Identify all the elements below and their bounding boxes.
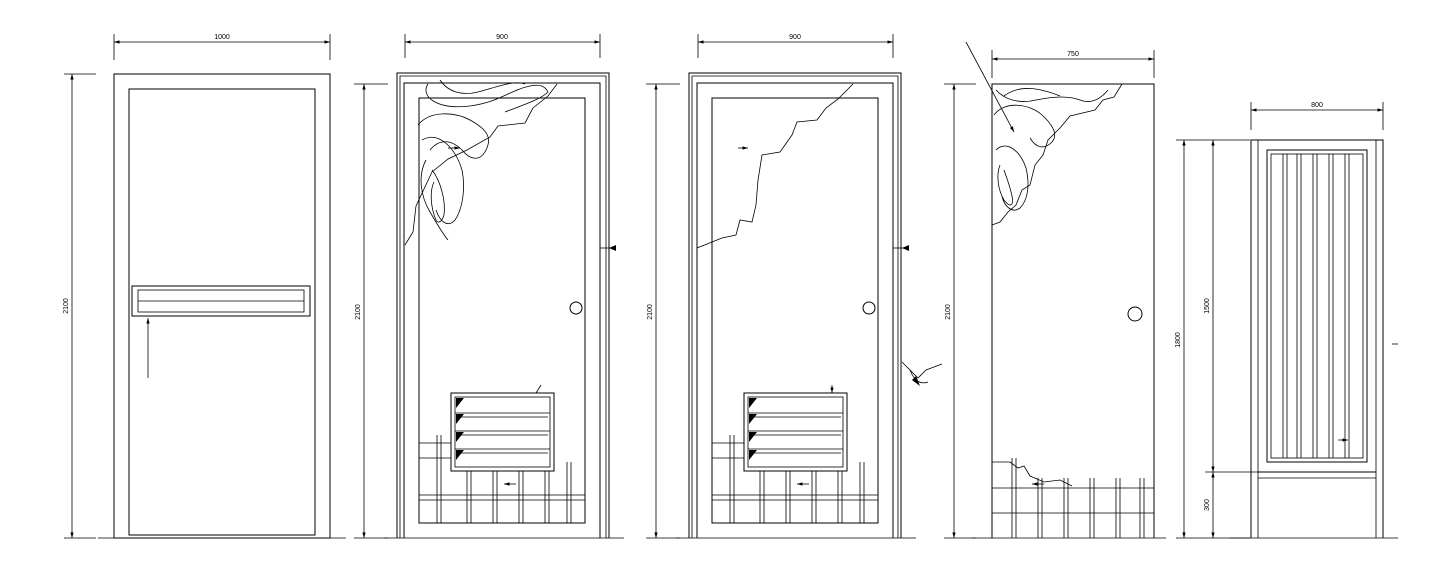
- door-3-height-dimension: 2100: [646, 83, 680, 539]
- door-3-width-label: 900: [789, 34, 801, 41]
- door-2-width-dimension: 900: [404, 34, 601, 58]
- door-3-louver-vent: [743, 385, 848, 472]
- door-5-base-height-label: 300: [1204, 499, 1211, 511]
- door-5-base-dimension: 300: [1204, 472, 1215, 538]
- door-2-louver-vent: [450, 384, 555, 472]
- door-1-height-label: 2100: [63, 298, 70, 314]
- door-3-height-label: 2100: [647, 304, 654, 320]
- door-1-width-dimension: 1000: [113, 34, 331, 60]
- door-3-width-dimension: 900: [697, 34, 894, 58]
- door-5-height-label: 1800: [1175, 332, 1182, 348]
- door-2-frame: [396, 72, 610, 538]
- door-4-elevation: 750 2100: [944, 41, 1155, 539]
- door-4-width-label: 750: [1067, 51, 1079, 58]
- door-4-knob: [1127, 306, 1143, 322]
- door-2-lower-slats: [419, 435, 585, 523]
- door-3-elevation: 900 2100: [646, 34, 943, 539]
- door-5-height-dimension: 1800: [1175, 139, 1250, 539]
- door-3-swing-symbol: [901, 361, 943, 386]
- door-4-wood-grain: [991, 83, 1123, 226]
- door-2-width-label: 900: [496, 34, 508, 41]
- door-5-panel-dimension: 1500: [1204, 140, 1260, 473]
- door-5-elevation: 800 1800 1500 300: [1175, 102, 1398, 539]
- door-3-leaf: [711, 97, 879, 524]
- door-3-lower-slats: [712, 435, 878, 523]
- door-1-height-dimension: 2100: [63, 73, 96, 539]
- door-2-height-dimension: 2100: [354, 83, 388, 539]
- door-4-height-dimension: 2100: [944, 83, 976, 539]
- door-2-elevation: 900 2100: [354, 34, 616, 539]
- door-3-frame: [688, 72, 902, 538]
- door-5-frame: [1250, 139, 1384, 538]
- door-4-lower-slats: [992, 458, 1154, 538]
- door-3-knob: [862, 301, 876, 315]
- door-3-wood-grain: [696, 83, 854, 249]
- door-1-width-label: 1000: [214, 34, 230, 41]
- door-2-height-label: 2100: [355, 304, 362, 320]
- door-1-elevation: 1000 2100: [63, 34, 331, 539]
- door-5-width-label: 800: [1311, 102, 1323, 109]
- door-5-width-dimension: 800: [1250, 102, 1384, 130]
- door-1-frame: [113, 73, 331, 539]
- door-5-panel-height-label: 1500: [1204, 298, 1211, 314]
- door-4-leader-line: [965, 41, 1015, 133]
- door-5-slatted-panel: [1266, 149, 1368, 463]
- door-1-leaf: [128, 88, 316, 536]
- door-4-height-label: 2100: [945, 304, 952, 320]
- door-2-wood-grain: [404, 79, 558, 246]
- door-4-width-dimension: 750: [991, 50, 1155, 78]
- door-2-knob: [569, 301, 583, 315]
- door-2-leaf: [418, 97, 586, 524]
- door-1-push-bar: [131, 285, 311, 317]
- door-4-leaf: [991, 83, 1155, 538]
